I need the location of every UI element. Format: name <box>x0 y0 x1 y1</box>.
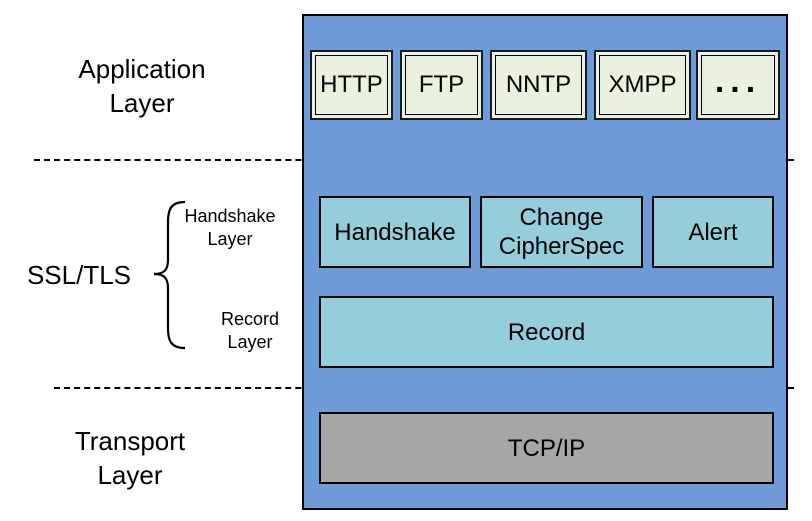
curly-brace-icon <box>153 200 186 350</box>
application-layer-label: Application Layer <box>78 54 206 118</box>
alert-protocol-label: Alert <box>688 218 738 246</box>
handshake-protocol-box: Handshake <box>319 196 471 268</box>
protocol-nntp-label: NNTP <box>505 71 572 98</box>
protocol-xmpp-box: XMPP <box>594 50 691 120</box>
transport-layer-label: Transport Layer <box>74 426 186 490</box>
alert-protocol-box: Alert <box>652 196 774 268</box>
protocol-stack: HTTP FTP NNTP XMPP ... Handshake Change … <box>302 14 788 510</box>
ssl-tls-label: SSL/TLS <box>26 260 132 290</box>
protocol-http-label: HTTP <box>320 71 383 98</box>
protocol-nntp-box: NNTP <box>490 50 587 120</box>
ellipsis-label: ... <box>714 61 762 100</box>
change-cipher-spec-label: Change CipherSpec <box>498 204 625 260</box>
tcp-ip-label: TCP/IP <box>507 434 586 462</box>
protocol-xmpp-label: XMPP <box>608 71 677 98</box>
protocol-more-box: ... <box>696 50 780 120</box>
handshake-protocol-label: Handshake <box>334 218 456 246</box>
protocol-http-box: HTTP <box>310 50 393 120</box>
protocol-ftp-label: FTP <box>418 71 465 98</box>
record-protocol-box: Record <box>319 296 774 368</box>
change-cipher-spec-box: Change CipherSpec <box>480 196 643 268</box>
record-protocol-label: Record <box>507 318 586 346</box>
tcp-ip-box: TCP/IP <box>319 412 774 484</box>
handshake-layer-label: Handshake Layer <box>184 206 276 249</box>
protocol-ftp-box: FTP <box>400 50 483 120</box>
record-layer-label: Record Layer <box>220 309 280 352</box>
